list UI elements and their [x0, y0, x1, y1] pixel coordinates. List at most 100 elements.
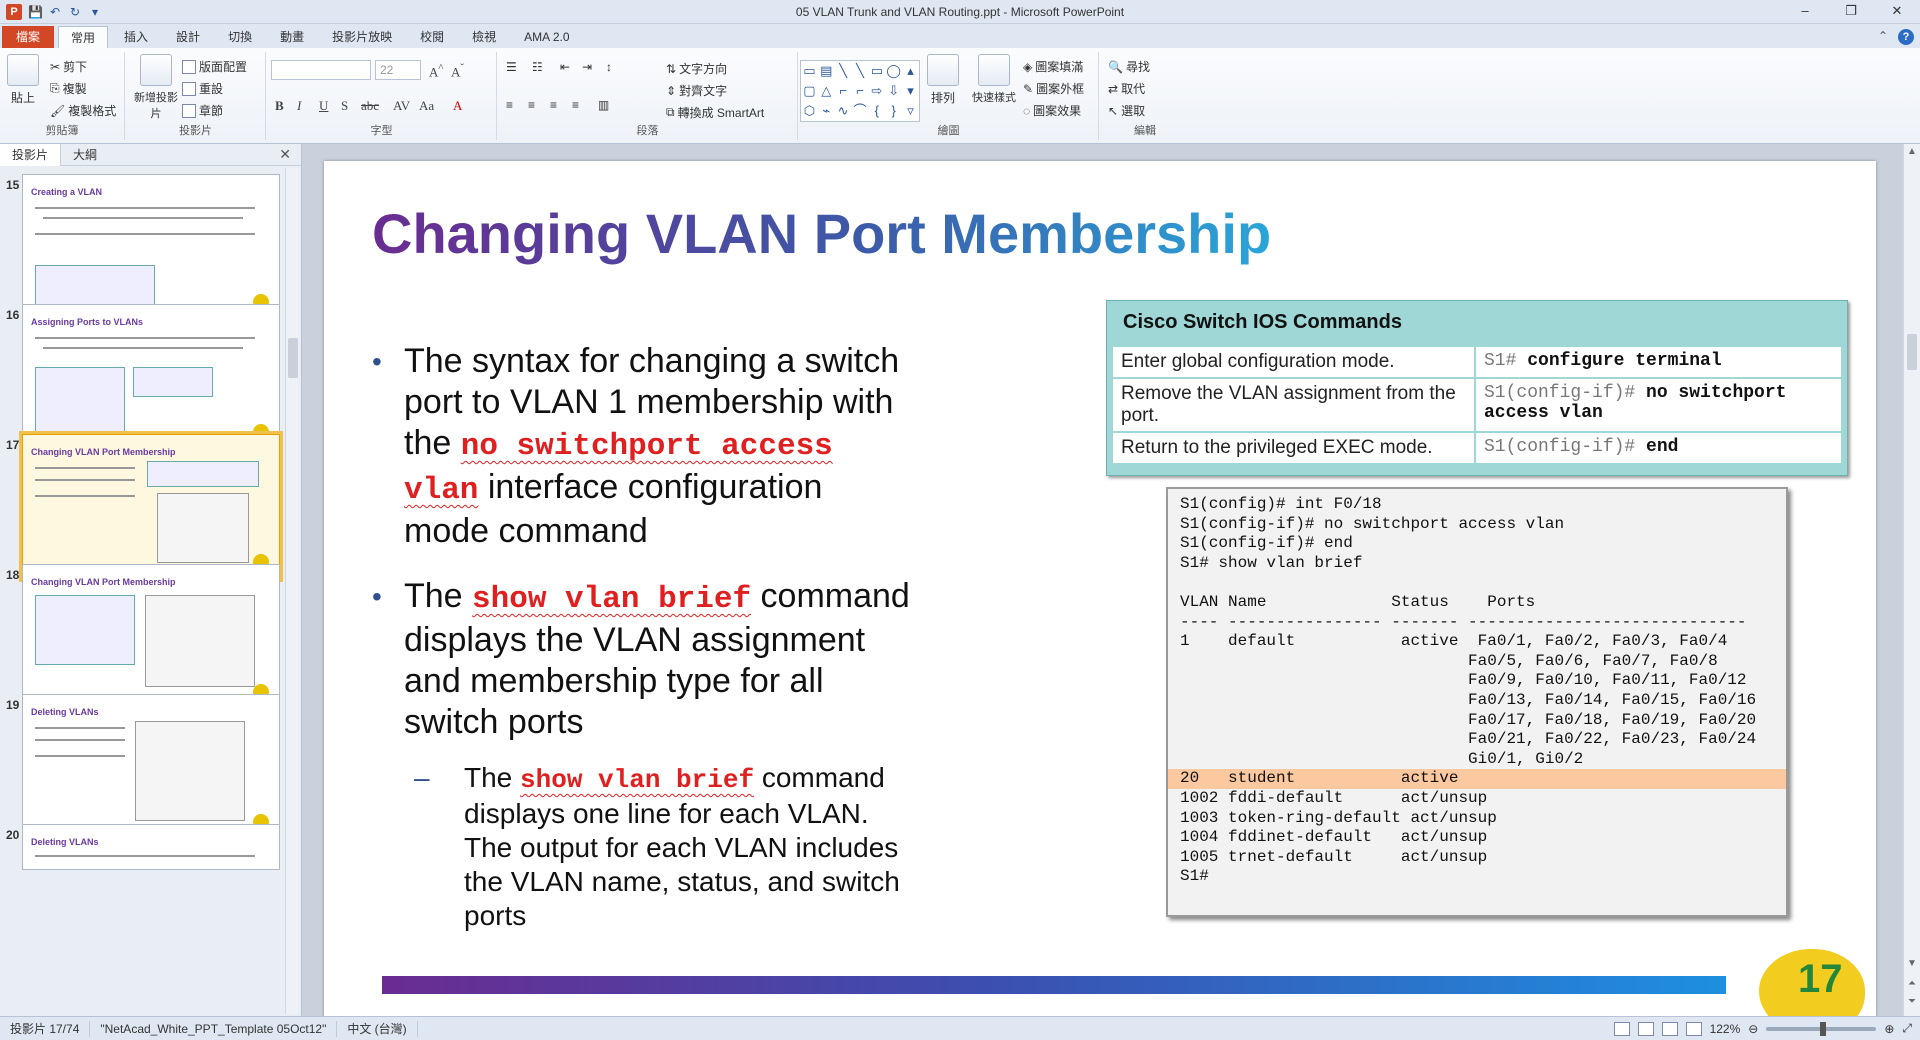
smartart-button[interactable]: ⧉轉換成 SmartArt: [666, 105, 765, 120]
tab-design[interactable]: 設計: [176, 30, 201, 44]
decrease-indent-icon[interactable]: ⇤: [560, 60, 571, 74]
textbox-shape-icon[interactable]: ▭: [803, 63, 816, 78]
italic-icon[interactable]: I: [297, 98, 302, 113]
cut-button[interactable]: ✂剪下: [50, 59, 88, 75]
tab-ama[interactable]: AMA 2.0: [524, 30, 570, 44]
paste-button[interactable]: 貼上: [6, 54, 40, 106]
close-button[interactable]: ✕: [1891, 3, 1903, 18]
freeform-shape-icon[interactable]: ⌁: [822, 103, 831, 118]
grow-font-icon[interactable]: A^: [429, 62, 444, 80]
tab-file[interactable]: 檔案: [2, 26, 55, 48]
slide-sorter-view-icon[interactable]: [1637, 1021, 1654, 1036]
customize-qat-icon[interactable]: ▾: [91, 4, 99, 19]
tab-outline[interactable]: 大綱: [73, 147, 98, 162]
textbox-shape-icon[interactable]: ▤: [820, 63, 833, 78]
redo-icon[interactable]: ↻: [69, 4, 81, 19]
help-icon[interactable]: ?: [1898, 29, 1914, 45]
zoom-slider-knob[interactable]: [1820, 1021, 1827, 1036]
shape-outline-button[interactable]: ✎圖案外框: [1023, 81, 1085, 97]
slide-thumbnail[interactable]: Creating a VLAN: [22, 174, 280, 319]
strikethrough-icon[interactable]: abc: [361, 98, 380, 113]
slide[interactable]: Changing VLAN Port Membership The syntax…: [324, 161, 1876, 1017]
tab-view[interactable]: 檢視: [472, 30, 497, 44]
connector-shape-icon[interactable]: ⌐: [856, 83, 864, 98]
powerpoint-app-icon[interactable]: P: [6, 3, 22, 20]
shapes-gallery[interactable]: ▭▤╲╲▭◯▴ ▢△⌐⌐⇨⇩▾ ⬡⌁∿⌒{}▿: [800, 60, 920, 122]
increase-indent-icon[interactable]: ⇥: [582, 60, 593, 74]
collapse-ribbon-icon[interactable]: ⌃: [1877, 29, 1888, 43]
shadow-icon[interactable]: S: [341, 98, 349, 113]
columns-icon[interactable]: ▥: [598, 98, 610, 112]
slide-thumbnail[interactable]: Deleting VLANs: [22, 694, 280, 839]
arc-shape-icon[interactable]: ⌒: [853, 103, 867, 118]
next-slide-icon[interactable]: ⏷: [1908, 996, 1916, 1007]
brace-shape-icon[interactable]: }: [891, 103, 896, 118]
triangle-shape-icon[interactable]: △: [821, 83, 832, 98]
reset-button[interactable]: 重設: [182, 80, 223, 97]
format-painter-button[interactable]: 🖌複製格式: [50, 103, 117, 119]
justify-icon[interactable]: ≡: [572, 98, 580, 112]
bold-icon[interactable]: B: [275, 98, 284, 113]
hexagon-shape-icon[interactable]: ⬡: [803, 103, 816, 118]
close-pane-icon[interactable]: ✕: [279, 146, 291, 162]
shrink-font-icon[interactable]: Aˇ: [451, 62, 464, 80]
bullets-icon[interactable]: ☰: [506, 60, 517, 74]
oval-shape-icon[interactable]: ◯: [886, 63, 901, 78]
font-name-box[interactable]: [271, 60, 371, 80]
copy-button[interactable]: ⎘複製: [50, 81, 87, 96]
gallery-scroll-icon[interactable]: ▾: [907, 83, 914, 98]
select-button[interactable]: ↖選取: [1108, 103, 1146, 119]
brace-shape-icon[interactable]: {: [874, 103, 880, 118]
numbering-icon[interactable]: ☷: [532, 60, 543, 74]
tab-insert[interactable]: 插入: [124, 30, 149, 44]
normal-view-icon[interactable]: [1613, 1021, 1630, 1036]
scroll-down-icon[interactable]: ▼: [1907, 958, 1917, 969]
tab-animations[interactable]: 動畫: [280, 30, 305, 44]
zoom-out-icon[interactable]: ⊖: [1748, 1021, 1759, 1036]
replace-button[interactable]: ⇄取代: [1108, 81, 1146, 97]
ios-commands-table[interactable]: Cisco Switch IOS Commands Enter global c…: [1106, 300, 1848, 476]
rectangle-shape-icon[interactable]: ▢: [803, 83, 816, 98]
zoom-in-icon[interactable]: ⊕: [1884, 1021, 1895, 1036]
fit-slide-icon[interactable]: ⤢: [1902, 1021, 1912, 1035]
shape-effects-button[interactable]: ◌圖案效果: [1023, 103, 1082, 119]
reading-view-icon[interactable]: [1661, 1021, 1678, 1036]
align-text-button[interactable]: ⇕對齊文字: [666, 83, 728, 99]
slide-thumbnail[interactable]: Changing VLAN Port Membership: [22, 564, 280, 709]
tab-review[interactable]: 校閱: [420, 30, 445, 44]
tab-slideshow[interactable]: 投影片放映: [332, 30, 393, 44]
align-center-icon[interactable]: ≡: [528, 98, 536, 112]
new-slide-button[interactable]: 新增投影片: [134, 54, 178, 121]
undo-icon[interactable]: ↶: [49, 4, 61, 19]
canvas-scrollbar[interactable]: ▲ ▼ ⏶ ⏷: [1903, 144, 1920, 1016]
rectangle-shape-icon[interactable]: ▭: [870, 63, 883, 78]
curve-shape-icon[interactable]: ∿: [837, 103, 849, 118]
arrange-button[interactable]: 排列: [923, 54, 963, 106]
tab-transitions[interactable]: 切換: [228, 30, 253, 44]
previous-slide-icon[interactable]: ⏶: [1908, 978, 1916, 989]
scroll-up-icon[interactable]: ▲: [1907, 146, 1917, 157]
section-button[interactable]: 章節: [182, 102, 223, 119]
arrow-right-shape-icon[interactable]: ⇨: [871, 83, 883, 98]
slide-thumbnail-selected[interactable]: Changing VLAN Port Membership: [19, 431, 283, 582]
minimize-button[interactable]: –: [1801, 3, 1809, 18]
change-case-icon[interactable]: Aa: [419, 98, 435, 113]
tab-slides[interactable]: 投影片: [0, 143, 62, 166]
font-size-box[interactable]: 22: [375, 60, 421, 80]
arrow-down-shape-icon[interactable]: ⇩: [888, 83, 900, 98]
line-shape-icon[interactable]: ╲: [856, 63, 864, 78]
underline-icon[interactable]: U: [319, 98, 329, 113]
line-shape-icon[interactable]: ╲: [839, 63, 848, 78]
tab-home[interactable]: 常用: [58, 26, 109, 48]
pane-scrollbar[interactable]: [285, 168, 299, 1014]
zoom-level[interactable]: 122%: [1709, 1021, 1741, 1036]
slideshow-view-icon[interactable]: [1685, 1021, 1702, 1036]
layout-button[interactable]: 版面配置: [182, 58, 247, 75]
find-button[interactable]: 🔍尋找: [1108, 59, 1150, 75]
zoom-slider[interactable]: [1766, 1021, 1877, 1036]
slide-body[interactable]: The syntax for changing a switch port to…: [372, 341, 912, 933]
text-direction-button[interactable]: ⇅文字方向: [666, 61, 728, 77]
pane-scroll-thumb[interactable]: [288, 338, 298, 378]
font-color-icon[interactable]: A: [453, 98, 463, 113]
